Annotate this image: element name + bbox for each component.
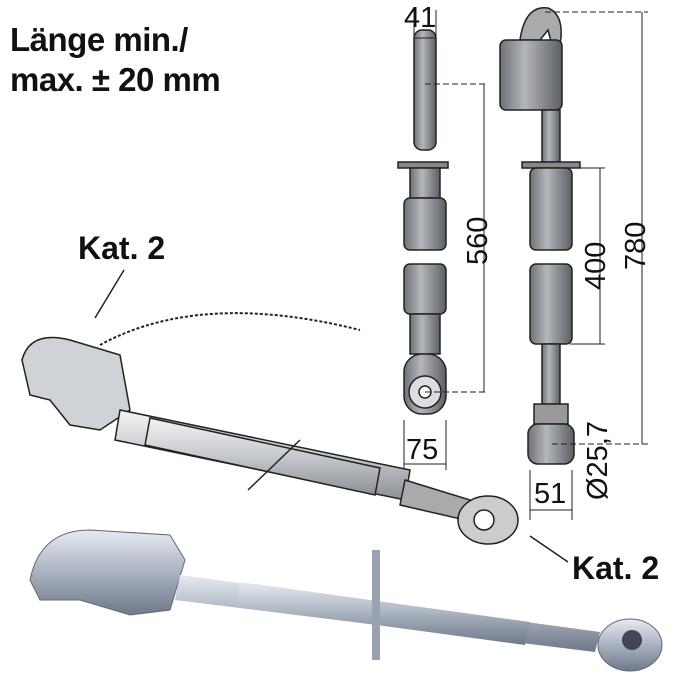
dim-ball-bore: Ø25,7 <box>582 421 614 500</box>
dim-eye-width: 75 <box>406 434 439 466</box>
dim-length-max: 780 <box>620 221 652 270</box>
top-link-photo <box>29 529 663 672</box>
length-note-line1: Länge min./ <box>10 21 188 58</box>
length-note: Länge min./ max. ± 20 mm <box>10 20 221 100</box>
top-link-drawing-long <box>499 7 581 465</box>
category-label-bottom: Kat. 2 <box>572 550 660 586</box>
dim-pin-width: 41 <box>404 2 437 34</box>
dimension-lines <box>403 10 648 520</box>
dim-length-min: 560 <box>462 216 494 265</box>
top-link-illustration <box>21 269 569 563</box>
category-label-top: Kat. 2 <box>78 230 166 266</box>
length-note-line2: max. ± 20 mm <box>10 61 221 98</box>
top-link-drawing-short <box>397 29 449 415</box>
dim-ball-width: 51 <box>534 478 567 510</box>
dim-tube-length: 400 <box>580 241 612 290</box>
